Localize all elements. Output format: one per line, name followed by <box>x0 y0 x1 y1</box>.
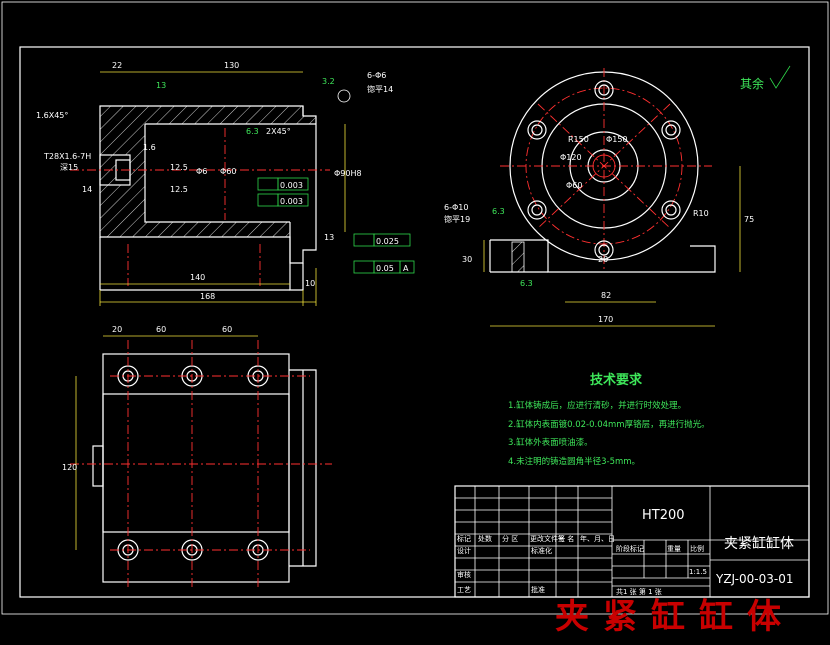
tech-item-1: 1.缸体铸成后，应进行清砂，并进行时效处理。 <box>508 400 686 411</box>
roughness-3p2: 3.2 <box>322 77 335 86</box>
tb-standard: 标准化 <box>531 546 552 555</box>
tb-ratio: 比例 <box>690 544 704 553</box>
front-holes: 6-Φ6 <box>367 71 386 80</box>
roughness-side: 6.3 <box>520 279 533 288</box>
thread-spec: T28X1.6-7H <box>43 152 91 161</box>
roughness-symbol <box>769 65 791 89</box>
roughness-1p6: 1.6 <box>143 143 156 152</box>
tb-weight: 重量 <box>667 545 681 553</box>
side-hole-depth: 锪平19 <box>444 214 470 224</box>
dim-170: 170 <box>598 315 613 324</box>
dim-10: 10 <box>305 279 315 288</box>
drawing-number: YZJ-00-03-01 <box>715 572 793 586</box>
roughness-12p5b: 12.5 <box>170 185 188 194</box>
surface-remaining: 其余 <box>740 76 764 91</box>
tol-value-2: 0.003 <box>280 197 303 206</box>
dim-168: 168 <box>200 292 215 301</box>
title-block <box>454 485 810 598</box>
outer-border <box>1 1 829 615</box>
dim-82: 82 <box>601 291 611 300</box>
title-block-text: 标记 处数 分 区 更改文件号 签 名 年、月、日 设计 标准化 审核 工艺 批… <box>457 534 707 596</box>
tol-value-1: 0.003 <box>280 181 303 190</box>
dim-top-60a: 60 <box>156 325 166 334</box>
tol-value-4: 0.05 <box>376 264 394 273</box>
material: HT200 <box>642 508 685 523</box>
dim-22: 22 <box>112 61 122 70</box>
tb-mark: 标记 <box>457 534 471 543</box>
dim-30: 30 <box>462 255 472 264</box>
dim-20: 20 <box>598 255 608 264</box>
tb-sheet: 共1 张 第 1 张 <box>616 587 662 596</box>
dim-phi60-side: Φ60 <box>566 181 582 190</box>
tb-zone: 分 区 <box>502 534 518 543</box>
chamfer-2: 2X45° <box>266 127 291 136</box>
tol-value-3: 0.025 <box>376 237 399 246</box>
front-view-dims: 22 130 140 168 10 13 13 1.6X45° 2X45° T2… <box>36 61 409 301</box>
roughness-6p3: 6.3 <box>246 127 259 136</box>
dim-13b: 13 <box>324 233 334 242</box>
dim-13a: 13 <box>156 81 166 90</box>
side-view <box>483 68 741 327</box>
chamfer-1: 1.6X45° <box>36 111 68 120</box>
top-view-dims: 20 60 60 120 <box>62 325 232 472</box>
roughness-12p5a: 12.5 <box>170 163 188 172</box>
tech-item-3: 3.缸体外表面喷油漆。 <box>508 437 593 448</box>
tb-sign: 签 名 <box>558 534 574 543</box>
tb-design: 设计 <box>457 546 471 555</box>
dim-130: 130 <box>224 61 239 70</box>
side-holes: 6-Φ10 <box>444 203 468 212</box>
tech-item-2: 2.缸体内表面镀0.02-0.04mm厚铬层，再进行抛光。 <box>508 419 710 430</box>
tb-scale: 1:1.5 <box>689 568 707 576</box>
dim-phi120: Φ120 <box>560 153 582 162</box>
tb-review: 审核 <box>457 570 471 579</box>
dim-140: 140 <box>190 273 205 282</box>
dim-phi90: Φ90H8 <box>334 169 362 178</box>
dim-top-60b: 60 <box>222 325 232 334</box>
tech-item-4: 4.未注明的铸造圆角半径3-5mm。 <box>508 456 640 467</box>
dim-phi6: Φ6 <box>196 167 207 176</box>
dim-14: 14 <box>82 185 92 194</box>
side-view-dims: R10 R150 Φ120 Φ60 Φ150 30 75 82 170 6-Φ1… <box>444 135 754 324</box>
datum-a: A <box>403 264 409 273</box>
tech-title: 技术要求 <box>590 372 643 388</box>
thread-depth: 深15 <box>60 163 78 172</box>
part-name: 夹紧缸缸体 <box>724 535 794 552</box>
tb-date: 年、月、日 <box>580 534 615 543</box>
dim-top-20: 20 <box>112 325 122 334</box>
dim-r10: R10 <box>693 209 709 218</box>
dim-phi150: Φ150 <box>606 135 628 144</box>
tb-stage: 阶段标记 <box>616 544 644 553</box>
dim-r150: R150 <box>568 135 589 144</box>
tech-requirements: 技术要求 1.缸体铸成后，应进行清砂，并进行时效处理。 2.缸体内表面镀0.02… <box>508 372 710 467</box>
inner-border <box>19 46 810 598</box>
tb-craft: 工艺 <box>457 586 471 594</box>
roughness-side-6p3: 6.3 <box>492 207 505 216</box>
tb-approve: 批准 <box>531 585 545 594</box>
front-section-view <box>70 71 415 306</box>
front-hole-depth: 锪平14 <box>367 84 393 94</box>
dim-top-120: 120 <box>62 463 77 472</box>
watermark-title: 夹紧缸缸体 <box>555 597 795 637</box>
tb-change-doc: 更改文件号 <box>530 534 565 543</box>
tb-count: 处数 <box>478 534 492 543</box>
dim-75: 75 <box>744 215 754 224</box>
dim-phi60: Φ60 <box>220 167 236 176</box>
top-view <box>70 335 332 590</box>
